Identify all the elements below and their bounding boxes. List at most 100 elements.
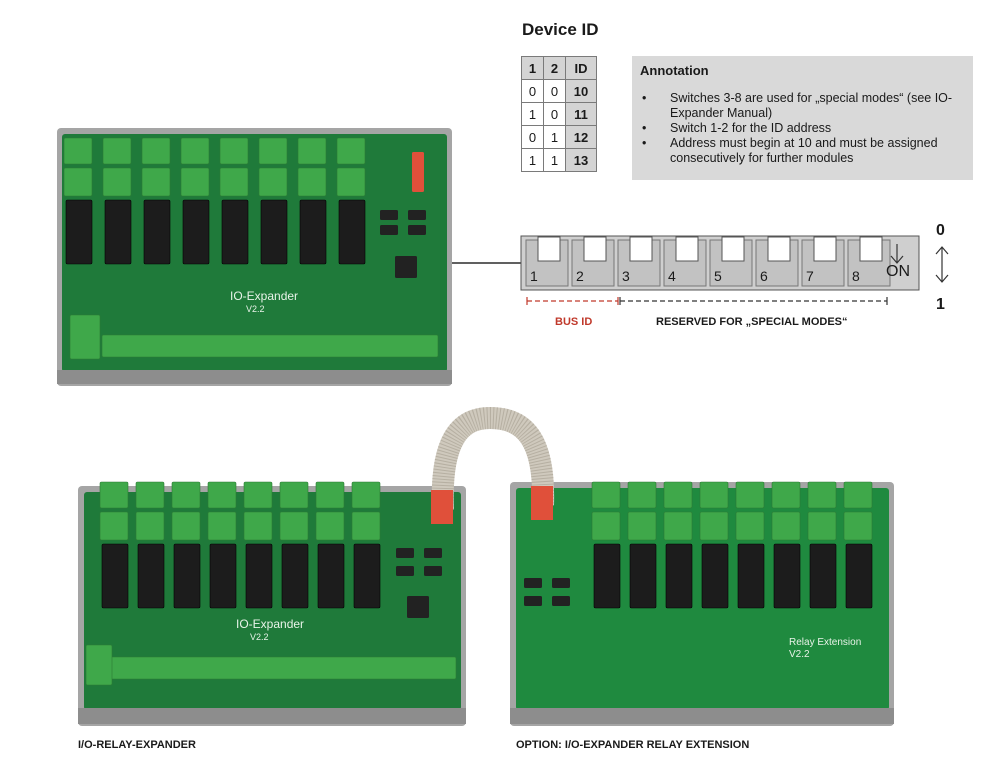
bottom-terminal-strip <box>101 334 439 358</box>
top-board-version: V2.2 <box>246 304 265 314</box>
terminal-block <box>315 511 345 541</box>
top-board-rail-bottom <box>57 370 452 384</box>
terminal-block <box>771 511 801 541</box>
ic-chip <box>380 225 398 235</box>
terminal-block <box>102 167 132 197</box>
cell-id: 10 <box>565 79 597 103</box>
bottom-left-version: V2.2 <box>250 632 269 642</box>
relay <box>317 543 345 609</box>
state-0-label: 0 <box>936 222 945 239</box>
terminal-block <box>207 481 237 509</box>
relay <box>845 543 873 609</box>
terminal-block <box>219 167 249 197</box>
relay <box>260 199 288 265</box>
state-1-label: 1 <box>936 296 945 313</box>
terminal-block <box>135 481 165 509</box>
on-arrow-head-icon <box>890 255 904 264</box>
dip-knob <box>721 236 745 262</box>
annotation-item: Address must begin at 10 and must be ass… <box>638 136 968 166</box>
terminal-block <box>279 481 309 509</box>
device-id-row: 1 0 11 <box>521 102 597 126</box>
terminal-block <box>336 137 366 165</box>
terminal-block <box>63 137 93 165</box>
ribbon-connector-left <box>431 490 453 524</box>
terminal-block <box>771 481 801 509</box>
ic-chip <box>396 566 414 576</box>
relay <box>338 199 366 265</box>
header-id: ID <box>565 56 597 80</box>
terminal-block <box>279 511 309 541</box>
bottom-left-silk: IO-Expander <box>236 617 304 631</box>
relay <box>221 199 249 265</box>
terminal-block <box>663 481 693 509</box>
device-id-row: 0 1 12 <box>521 125 597 149</box>
terminal-block <box>99 511 129 541</box>
terminal-block <box>258 167 288 197</box>
dip-knob <box>767 236 791 262</box>
header-connector <box>412 152 424 192</box>
cell-switch-2: 1 <box>543 125 566 149</box>
terminal-block <box>171 511 201 541</box>
top-board-silk: IO-Expander <box>230 289 298 303</box>
dip-position-label: 4 <box>668 268 676 284</box>
dip-position-label: 1 <box>530 268 538 284</box>
dip-knob <box>583 236 607 262</box>
caption-right: OPTION: I/O-EXPANDER RELAY EXTENSION <box>516 739 750 751</box>
terminal-block <box>627 481 657 509</box>
terminal-block <box>297 167 327 197</box>
terminal-block <box>807 511 837 541</box>
dip-switch-slots <box>525 236 891 287</box>
device-id-header-row: 1 2 ID <box>521 56 597 80</box>
relay <box>143 199 171 265</box>
relay <box>773 543 801 609</box>
terminal-block <box>699 481 729 509</box>
terminal-block <box>315 481 345 509</box>
dip-knob <box>537 236 561 262</box>
terminal-block <box>102 137 132 165</box>
cell-switch-1: 1 <box>521 102 544 126</box>
relay <box>593 543 621 609</box>
bottom-right-board-rail-bottom <box>510 708 894 724</box>
cell-switch-2: 0 <box>543 79 566 103</box>
ic-chip <box>407 596 429 618</box>
terminal-block <box>663 511 693 541</box>
dip-position-label: 8 <box>852 268 860 284</box>
dip-position-label: 2 <box>576 268 584 284</box>
terminal-block <box>171 481 201 509</box>
bottom-right-silk: Relay Extension <box>789 637 861 648</box>
bottom-terminal-strip <box>109 656 457 680</box>
ic-chip <box>524 578 542 588</box>
terminal-block <box>699 511 729 541</box>
terminal-block <box>63 167 93 197</box>
device-id-row: 1 1 13 <box>521 148 597 172</box>
cell-switch-2: 0 <box>543 102 566 126</box>
annotation-list: Switches 3-8 are used for „special modes… <box>638 91 968 166</box>
annotation-item: Switch 1-2 for the ID address <box>638 121 968 136</box>
ic-chip <box>524 596 542 606</box>
cell-switch-1: 0 <box>521 125 544 149</box>
annotation-box: Annotation Switches 3-8 are used for „sp… <box>632 56 973 180</box>
relay <box>701 543 729 609</box>
annotation-title: Annotation <box>640 63 709 78</box>
relay <box>299 199 327 265</box>
terminal-block <box>243 481 273 509</box>
terminal-block <box>219 137 249 165</box>
dip-position-label: 3 <box>622 268 630 284</box>
relay <box>281 543 309 609</box>
terminal-block <box>591 481 621 509</box>
bottom-left-board-rail-bottom <box>78 708 466 724</box>
terminal-block <box>843 481 873 509</box>
relay <box>629 543 657 609</box>
relay <box>173 543 201 609</box>
dip-knob <box>675 236 699 262</box>
down-arrowhead-icon <box>935 274 949 283</box>
dip-position-label: 5 <box>714 268 722 284</box>
ic-chip <box>424 566 442 576</box>
reserved-label: RESERVED FOR „SPECIAL MODES“ <box>656 316 848 328</box>
terminal-block <box>207 511 237 541</box>
bottom-right-extension-board <box>510 481 894 726</box>
relay <box>245 543 273 609</box>
relay <box>137 543 165 609</box>
